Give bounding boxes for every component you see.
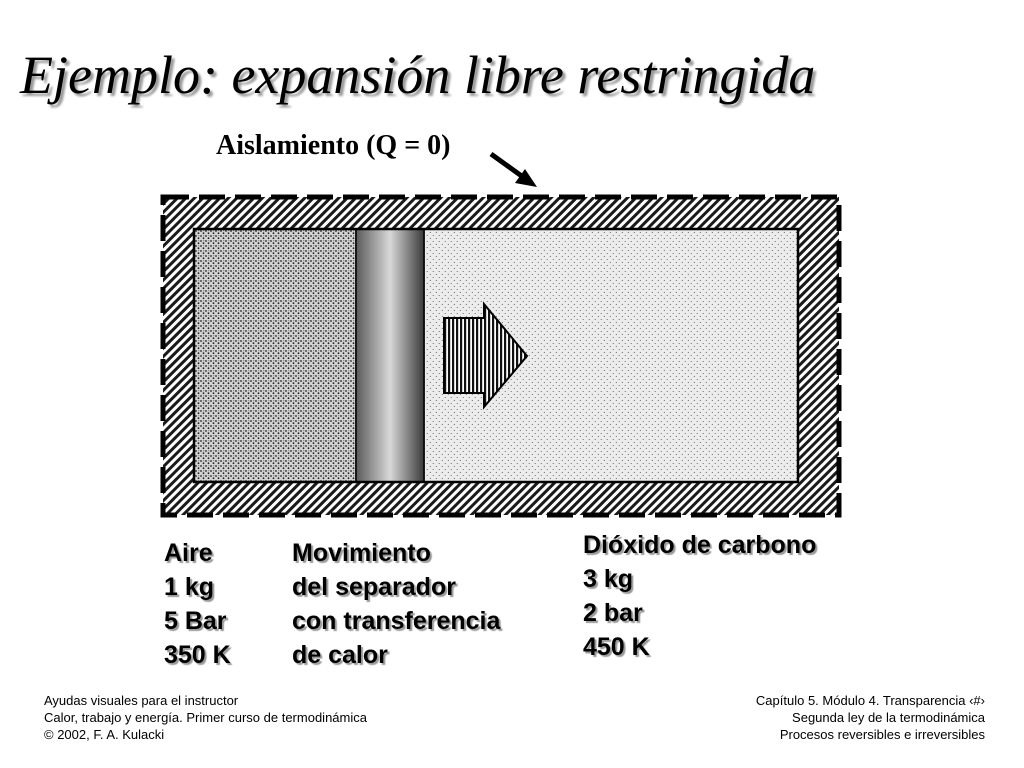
separator-line: de calor: [292, 641, 388, 669]
pointer-arrow-icon: [489, 151, 537, 187]
co2-line: 2 bar: [583, 599, 643, 627]
separator-line: del separador: [292, 573, 456, 601]
footer-left: Ayudas visuales para el instructor Calor…: [44, 692, 367, 743]
footer-line: © 2002, F. A. Kulacki: [44, 727, 165, 742]
air-line: Aire: [164, 539, 213, 567]
co2-line: Dióxido de carbono: [583, 531, 817, 559]
air-chamber: [193, 228, 357, 483]
direction-arrow-icon: [443, 301, 529, 410]
separator-line: con transferencia: [292, 607, 501, 635]
co2-line: 450 K: [583, 633, 650, 661]
slide-title: Ejemplo: expansión libre restringida: [20, 45, 816, 105]
air-properties: Aire 1 kg 5 Bar 350 K: [164, 536, 231, 672]
footer-line: Segunda ley de la termodinámica: [792, 710, 985, 725]
separator-description: Movimiento del separador con transferenc…: [292, 536, 500, 672]
separator-line: Movimiento: [292, 539, 431, 567]
separator-piston: [355, 228, 425, 483]
insulation-label: Aislamiento (Q = 0): [216, 130, 451, 161]
air-line: 350 K: [164, 641, 231, 669]
footer-line: Capítulo 5. Módulo 4. Transparencia ‹#›: [755, 693, 985, 708]
footer-line: Procesos reversibles e irreversibles: [779, 727, 985, 742]
footer-line: Calor, trabajo y energía. Primer curso d…: [44, 710, 367, 725]
air-line: 1 kg: [164, 573, 215, 601]
co2-line: 3 kg: [583, 565, 634, 593]
air-line: 5 Bar: [164, 607, 227, 635]
footer-line: Ayudas visuales para el instructor: [44, 693, 239, 708]
footer-right: Capítulo 5. Módulo 4. Transparencia ‹#› …: [756, 692, 985, 743]
co2-properties: Dióxido de carbono 3 kg 2 bar 450 K: [583, 528, 816, 664]
